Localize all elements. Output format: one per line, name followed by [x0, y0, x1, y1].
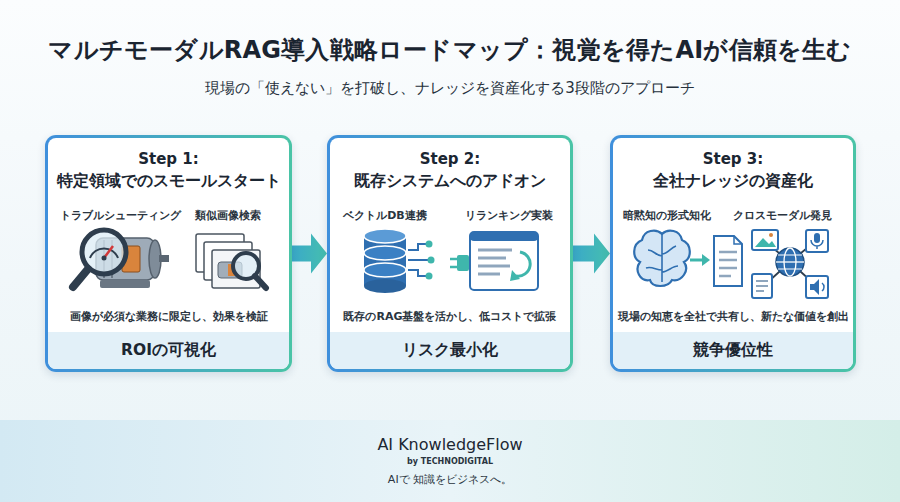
outcome-band: ROIの可視化: [48, 332, 289, 369]
feature-label: 類似画像検索: [153, 208, 303, 223]
step-description: 既存のRAG基盤を活かし、低コストで拡張: [330, 309, 570, 324]
feature-label: クロスモーダル発見: [707, 208, 857, 223]
flow-arrow: [292, 234, 327, 274]
step-card: Step 2:既存システムへのアドオンベクトルDB連携リランキング実装既存のRA…: [327, 135, 573, 372]
outcome-band: リスク最小化: [330, 332, 570, 369]
outcome-label: ROIの可視化: [121, 340, 216, 361]
step-title: 全社ナレッジの資産化: [615, 171, 851, 192]
page-caption: 現場の「使えない」を打破し、ナレッジを資産化する3段階のアプローチ: [0, 79, 900, 98]
outcome-label: 競争優位性: [693, 340, 773, 361]
brand-owner: by TECHNODIGITAL: [0, 457, 900, 466]
step-description: 画像が必須な業務に限定し、効果を検証: [48, 309, 289, 324]
step-title: 特定領域でのスモールスタート: [50, 171, 287, 192]
brand-footer: AI KnowledgeFlow by TECHNODIGITAL AIで 知識をビ…: [0, 420, 900, 502]
step-number: Step 3:: [613, 150, 853, 168]
page-title: マルチモーダルRAG導入戦略ロードマップ：視覚を得たAIが信頼を生む: [0, 34, 900, 66]
outcome-label: リスク最小化: [402, 340, 498, 361]
step-number: Step 1:: [48, 150, 289, 168]
step-card: Step 3:全社ナレッジの資産化暗黙知の形式知化クロスモーダル発見現場の知恵を…: [610, 135, 856, 372]
outcome-band: 競争優位性: [613, 332, 853, 369]
feature-label: 暗黙知の形式知化: [592, 208, 742, 223]
feature-label: トラブルシューティング: [45, 208, 195, 223]
step-number: Step 2:: [330, 150, 570, 168]
brand-name: AI KnowledgeFlow: [0, 435, 900, 454]
brand-tagline: AIで 知識をビジネスへ。: [0, 472, 900, 487]
step-title: 既存システムへのアドオン: [332, 171, 568, 192]
flow-arrow: [573, 234, 610, 274]
feature-label: リランキング実装: [434, 208, 584, 223]
step-card: Step 1:特定領域でのスモールスタートトラブルシューティング類似画像検索画像…: [45, 135, 292, 372]
feature-label: ベクトルDB連携: [310, 208, 460, 223]
step-description: 現場の知恵を全社で共有し、新たな価値を創出: [613, 309, 853, 324]
